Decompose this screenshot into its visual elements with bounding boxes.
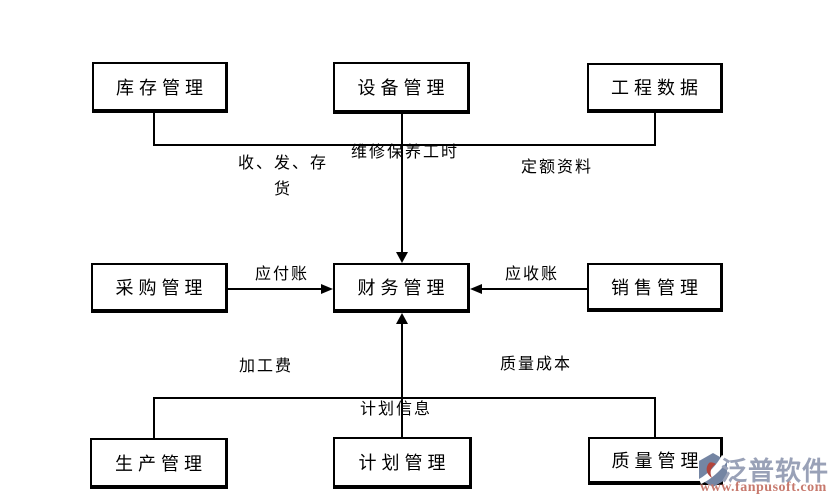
node-production-management: 生产管理 xyxy=(90,438,228,489)
connector-top-horizontal xyxy=(153,144,656,146)
node-procurement-management: 采购管理 xyxy=(91,263,228,313)
arrowhead-left-into-finance-icon xyxy=(470,284,482,294)
edge-label-maintenance-hours: 维修保养工时 xyxy=(350,144,459,161)
edge-label-plan-info: 计划信息 xyxy=(359,401,432,418)
watermark-brand-name: 泛普软件 xyxy=(721,457,830,486)
connector-bottom-horizontal xyxy=(153,397,656,399)
edge-label-processing-fee: 加工费 xyxy=(238,358,293,375)
arrowhead-right-into-finance-icon xyxy=(321,284,333,294)
watermark-url: www.fanpusoft.com xyxy=(700,480,827,495)
connector-inventory-down xyxy=(153,111,155,146)
edge-label-quality-cost: 质量成本 xyxy=(499,356,572,373)
connector-quality-up xyxy=(654,397,656,438)
connector-equipment-to-finance xyxy=(401,113,403,253)
arrowhead-down-into-finance-icon xyxy=(396,252,408,263)
connector-production-up xyxy=(153,397,155,439)
edge-label-accounts-payable: 应付账 xyxy=(254,266,309,283)
node-equipment-management: 设备管理 xyxy=(333,62,470,114)
node-sales-management: 销售管理 xyxy=(587,263,723,312)
connector-procurement-to-finance xyxy=(228,288,322,290)
edge-label-accounts-receivable: 应收账 xyxy=(504,266,559,283)
node-engineering-data: 工程数据 xyxy=(587,63,723,113)
arrowhead-up-into-finance-icon xyxy=(396,313,408,324)
node-inventory-management: 库存管理 xyxy=(92,62,228,113)
connector-planning-to-finance xyxy=(401,323,403,438)
node-finance-management: 财务管理 xyxy=(333,263,470,313)
connector-sales-to-finance xyxy=(482,288,588,290)
edge-label-receive-send-stock: 收、发、存 货 xyxy=(237,155,328,198)
fanpu-logo-icon xyxy=(699,453,728,487)
connector-engineering-down xyxy=(654,111,656,146)
node-planning-management: 计划管理 xyxy=(333,437,472,489)
edge-label-quota-data: 定额资料 xyxy=(520,159,593,176)
